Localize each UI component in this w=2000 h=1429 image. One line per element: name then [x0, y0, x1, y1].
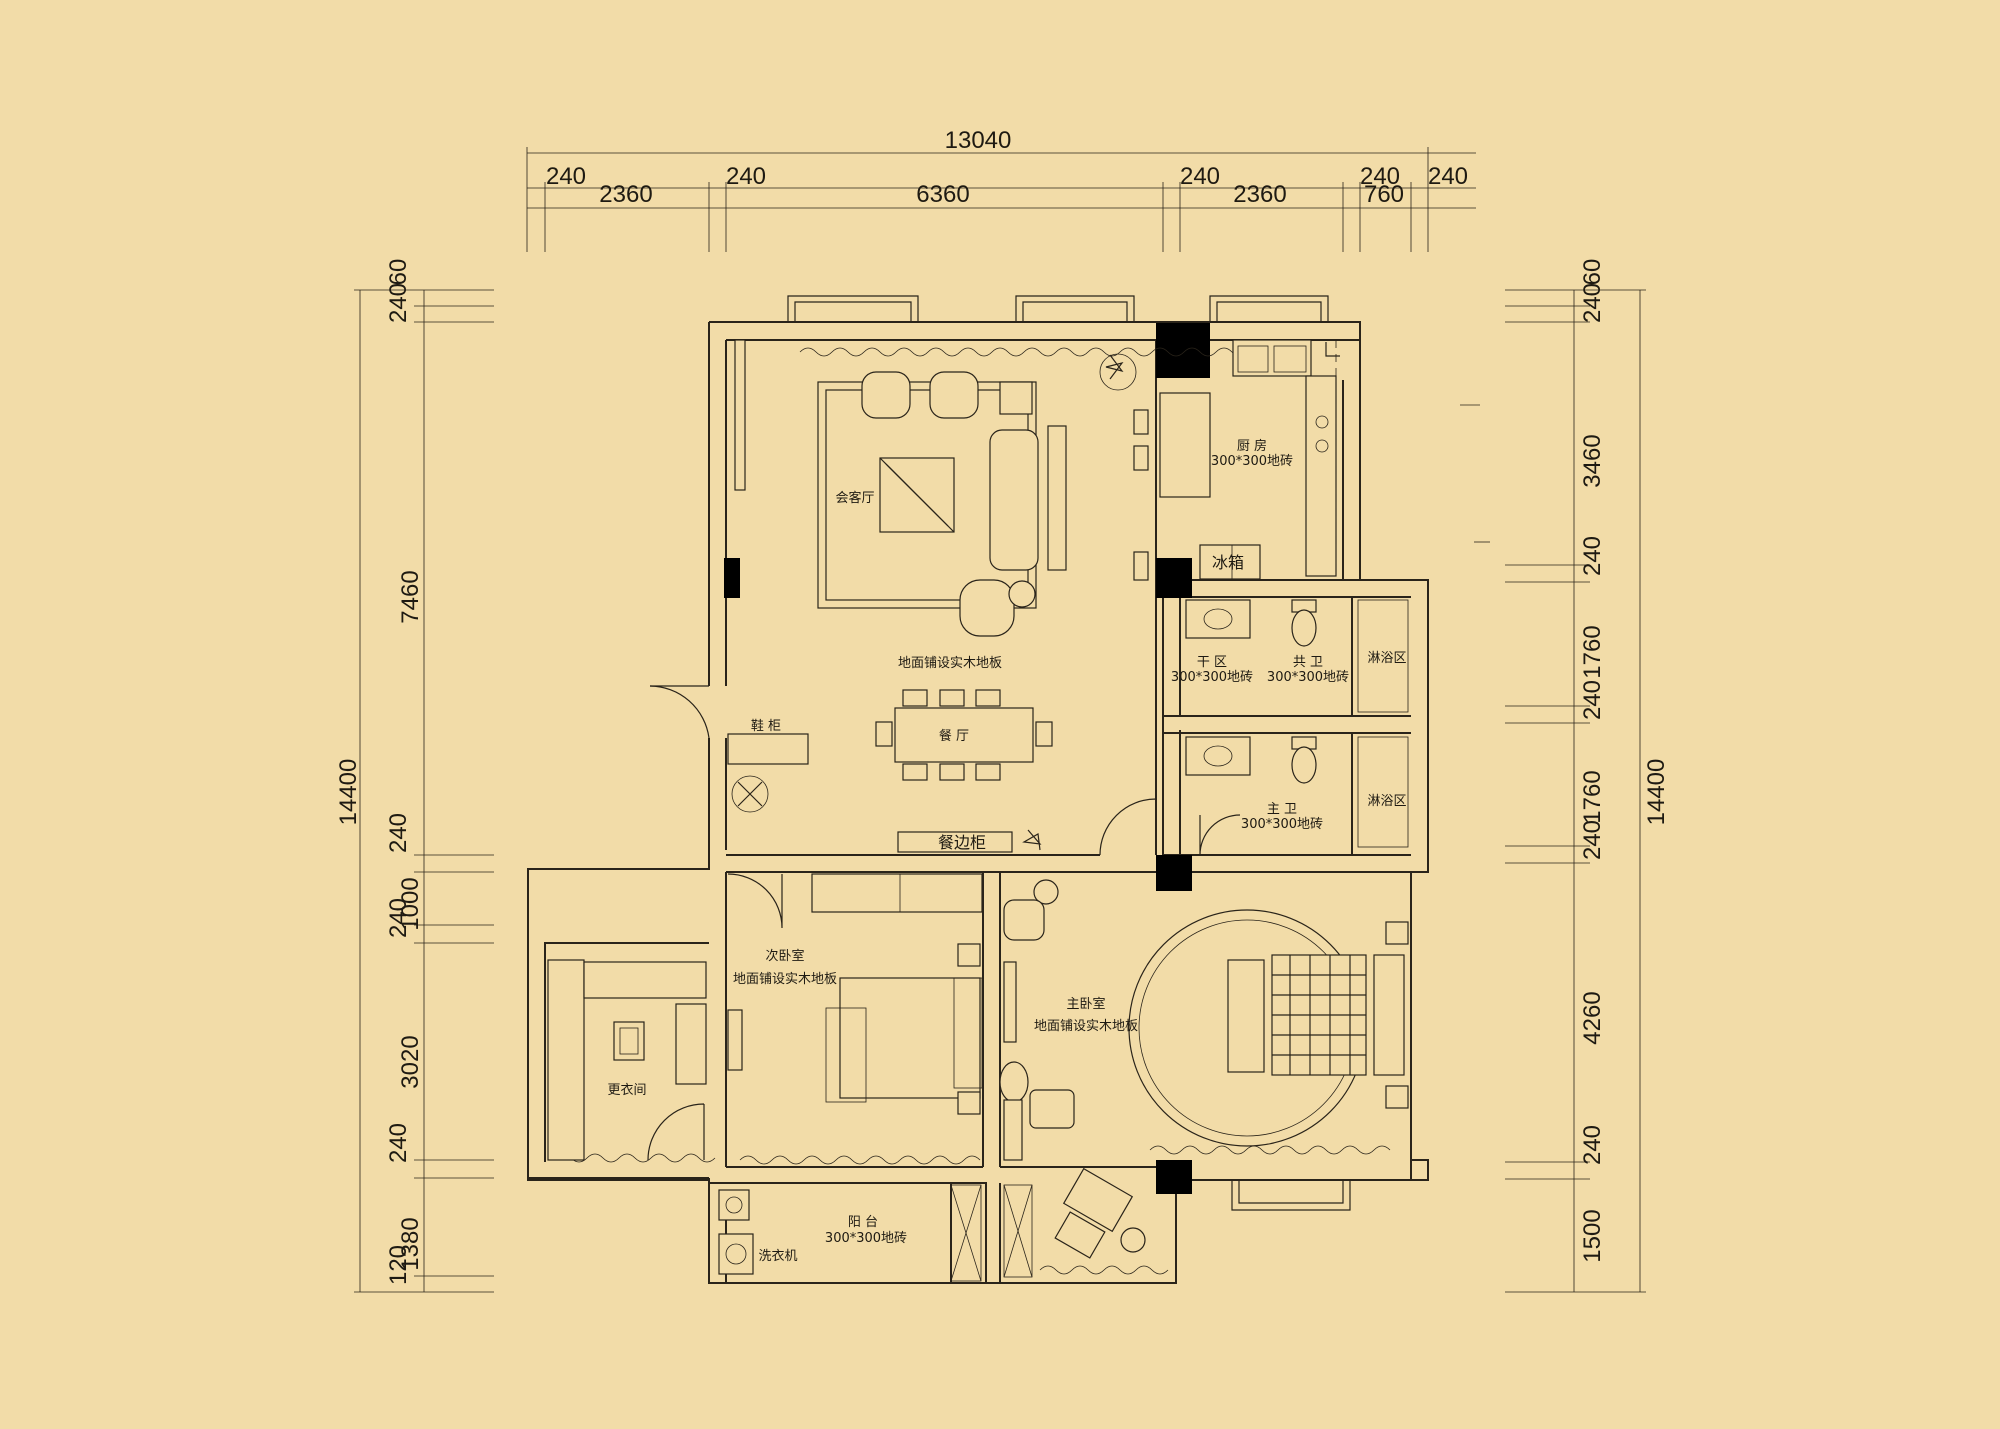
dim-right-1500: 1500	[1579, 1209, 1606, 1262]
door-swing	[1099, 798, 1157, 856]
dim-top-240c: 240	[1180, 163, 1220, 190]
dimension-top: 13040 240 240 240 240 240 2360 6360 2360…	[526, 127, 1476, 252]
dim-left-7460: 7460	[397, 570, 424, 623]
label-sideboard: 餐边柜	[938, 833, 986, 852]
dim-left-120: 120	[385, 1245, 412, 1285]
dim-right-240c: 240	[1579, 680, 1606, 720]
label-master-bedroom-floor: 地面铺设实木地板	[1034, 1019, 1138, 1034]
curtains	[554, 347, 1391, 1275]
label-common-bath-floor: 300*300地砖	[1267, 670, 1349, 685]
dim-top-240e: 240	[1428, 163, 1468, 190]
dim-top-240a: 240	[546, 163, 586, 190]
label-dining: 餐 厅	[939, 728, 969, 744]
dim-left-240d: 240	[385, 1123, 412, 1163]
structural-columns	[724, 323, 1210, 1194]
kitchen: 厨 房 300*300地砖 冰箱	[1159, 339, 1340, 580]
dim-right-3460: 3460	[1579, 434, 1606, 487]
bay-windows-top	[787, 295, 1329, 322]
label-living-room: 会客厅	[835, 490, 874, 506]
dim-left-240b: 240	[385, 813, 412, 853]
label-second-bedroom: 次卧室	[765, 948, 804, 964]
dim-top-2360a: 2360	[599, 181, 652, 208]
dim-top-240b: 240	[726, 163, 766, 190]
label-shower-1: 淋浴区	[1367, 651, 1406, 666]
label-balcony: 阳 台	[848, 1215, 878, 1230]
dim-left-240a: 240	[385, 283, 412, 323]
dim-right-60: 60	[1579, 259, 1606, 286]
label-washer: 洗衣机	[758, 1248, 797, 1264]
label-common-bath: 共 卫	[1293, 655, 1323, 670]
dim-right-total: 14400	[1643, 759, 1670, 826]
second-bedroom: 次卧室 地面铺设实木地板	[727, 873, 983, 1115]
dining-furniture: 餐 厅 餐边柜	[875, 689, 1053, 853]
dimension-left: 14400 240 60 7460 240 240 1000 3020 240 …	[335, 259, 494, 1293]
dim-right-240a: 240	[1579, 283, 1606, 323]
dim-right-1760b: 1760	[1579, 770, 1606, 823]
balcony: 阳 台 300*300地砖 洗衣机	[718, 1184, 982, 1282]
cloakroom: 更衣间	[547, 959, 707, 1161]
label-dry-zone: 干 区	[1197, 655, 1227, 670]
label-shower-2: 淋浴区	[1367, 794, 1406, 809]
label-balcony-floor: 300*300地砖	[825, 1231, 907, 1246]
master-bedroom: 主卧室 地面铺设实木地板	[999, 879, 1409, 1278]
dim-top-240d: 240	[1360, 163, 1400, 190]
dim-right-4260: 4260	[1579, 991, 1606, 1044]
dim-right-1760a: 1760	[1579, 625, 1606, 678]
entry: 鞋 柜	[649, 685, 809, 813]
dim-left-60: 60	[385, 259, 412, 286]
label-kitchen: 厨 房	[1237, 438, 1267, 454]
interior-walls	[709, 340, 1428, 1283]
label-master-bath-floor: 300*300地砖	[1241, 817, 1323, 832]
label-fridge: 冰箱	[1212, 553, 1244, 572]
dim-left-1000: 1000	[397, 877, 424, 930]
master-bathroom: 主 卫 300*300地砖 淋浴区	[1185, 736, 1409, 856]
dim-right-240e: 240	[1579, 1125, 1606, 1165]
dim-top-2360b: 2360	[1233, 181, 1286, 208]
dim-right-240d: 240	[1579, 820, 1606, 860]
dim-top-6360: 6360	[916, 181, 969, 208]
label-shoe-cabinet: 鞋 柜	[751, 718, 781, 734]
dim-top-total: 13040	[945, 127, 1012, 154]
living-room-furniture: 会客厅	[734, 339, 1149, 637]
label-living-floor: 地面铺设实木地板	[898, 656, 1002, 671]
label-master-bath: 主 卫	[1267, 802, 1297, 817]
dim-left-3020: 3020	[397, 1035, 424, 1088]
dim-top-760: 760	[1364, 181, 1404, 208]
label-kitchen-floor: 300*300地砖	[1211, 454, 1293, 469]
dim-left-1380: 1380	[397, 1217, 424, 1270]
label-dry-zone-floor: 300*300地砖	[1171, 670, 1253, 685]
dim-left-total: 14400	[335, 759, 362, 826]
label-second-bedroom-floor: 地面铺设实木地板	[733, 972, 837, 987]
dimension-right: 14400 240 60 3460 240 1760 240 1760 240 …	[1505, 259, 1670, 1293]
label-master-bedroom: 主卧室	[1066, 996, 1105, 1012]
dim-right-240b: 240	[1579, 536, 1606, 576]
label-cloakroom: 更衣间	[607, 1082, 646, 1098]
dim-left-240c: 240	[385, 898, 412, 938]
common-bathroom: 干 区 300*300地砖 共 卫 300*300地砖 淋浴区	[1171, 599, 1409, 713]
